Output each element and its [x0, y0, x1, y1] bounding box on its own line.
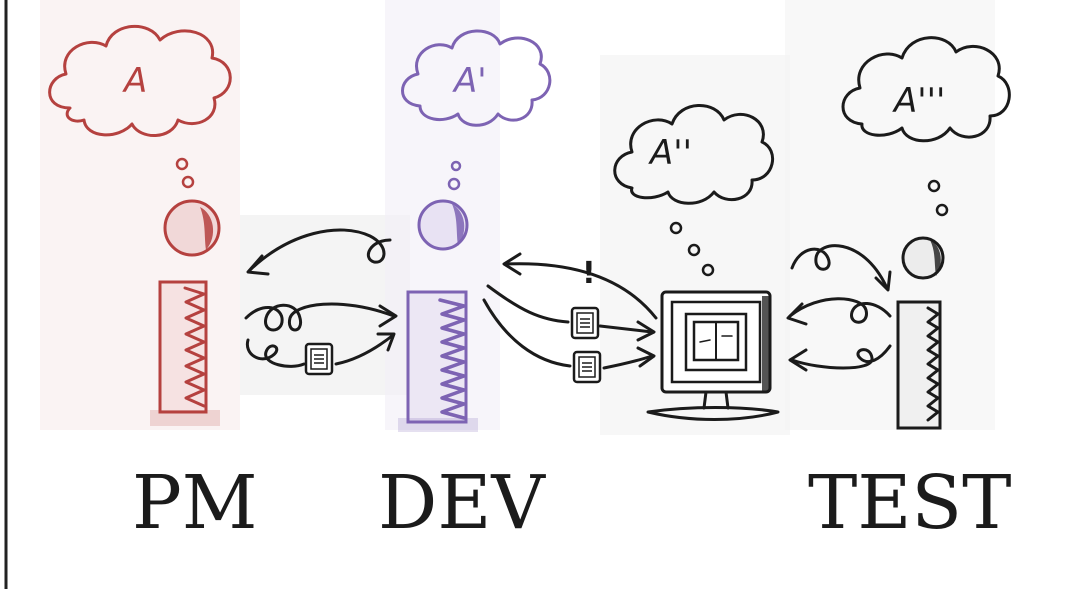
test-group: A'''	[841, 36, 1011, 430]
arrow-dev-to-pm	[248, 228, 392, 272]
arrow-pm-to-dev-doc-right	[334, 334, 394, 366]
dev-group: A'	[398, 29, 552, 432]
dev-base-wash	[398, 418, 478, 432]
pm-thought-label: A	[122, 61, 147, 101]
document-lines	[582, 362, 592, 372]
computer-thought-cloud	[613, 104, 774, 205]
test-body	[896, 300, 942, 430]
arrow-test-to-computer-upper	[788, 297, 892, 324]
role-label-test: TEST	[808, 460, 1011, 546]
monitor-base	[646, 406, 780, 421]
computer-thought-bubble-large	[701, 263, 715, 277]
computer-thought-bubble-medium	[687, 243, 701, 257]
document-lines	[580, 318, 590, 328]
arrowhead-dev-to-computer-lower	[636, 346, 656, 368]
dev-thought-label: A'	[452, 61, 487, 101]
pm-thought-bubble-small	[175, 157, 189, 171]
role-label-dev: DEV	[378, 460, 546, 546]
arrowhead-dev-to-computer-upper	[636, 320, 656, 342]
test-thought-bubble-medium	[935, 203, 949, 217]
pm-thought-cloud	[48, 25, 232, 137]
test-thought-bubble-small	[927, 179, 941, 193]
test-head-shading	[930, 240, 941, 276]
arrow-pm-to-dev-loop	[244, 302, 396, 332]
document-icon	[304, 342, 334, 376]
pm-thought-bubble-medium	[181, 175, 195, 189]
document-icon	[572, 350, 602, 384]
test-body-shading	[926, 306, 940, 422]
computer-group: A''	[613, 104, 780, 421]
document-inner	[578, 356, 596, 378]
dev-head-shading	[452, 204, 465, 246]
monitor-window-glyph	[699, 335, 733, 343]
dev-body-shading	[438, 298, 466, 420]
arrows	[244, 228, 892, 372]
pm-group: A	[48, 25, 232, 426]
arrow-dev-to-computer-lower	[482, 298, 572, 368]
computer-monitor-icon	[646, 290, 780, 421]
arrowhead-test-to-computer-upper	[786, 302, 808, 326]
test-paper-wash	[785, 0, 995, 430]
test-thought-label: A'''	[892, 81, 945, 121]
pm-head-shading	[200, 207, 214, 250]
arrowhead-pm-to-dev-doc	[376, 332, 396, 352]
arrowhead-test-to-computer-lower	[788, 348, 808, 372]
document-inner	[310, 348, 328, 370]
arrowhead-pm-to-dev-loop	[378, 304, 398, 328]
computer-thought-bubble-small	[669, 221, 683, 235]
pm-body-shading	[183, 286, 206, 408]
pm-base-wash	[150, 410, 220, 426]
dev-thought-bubble-medium	[447, 177, 461, 191]
document-lines	[314, 354, 324, 364]
arrow-dev-to-computer-lower-right	[602, 354, 654, 370]
exclamation-icon: !	[582, 256, 596, 291]
arrow-dev-to-computer-upper-right	[598, 324, 654, 334]
dev-thought-cloud	[401, 29, 552, 127]
document-icon	[570, 306, 600, 340]
arrow-computer-to-test-loop	[790, 244, 888, 288]
test-thought-cloud	[841, 36, 1011, 143]
arrowhead-computer-to-test-loop	[874, 270, 892, 292]
arrow-pm-to-dev-doc-left	[245, 338, 306, 368]
document-inner	[576, 312, 594, 334]
dev-thought-bubble-small	[450, 160, 462, 172]
arrow-test-to-computer-lower	[790, 344, 892, 370]
monitor-stand	[702, 390, 730, 410]
arrowhead-dev-to-pm	[246, 254, 270, 276]
arrowhead-computer-to-dev	[502, 252, 522, 276]
role-label-pm: PM	[132, 460, 258, 546]
arrow-computer-to-dev	[504, 262, 658, 320]
computer-thought-label: A''	[648, 133, 692, 173]
arrow-dev-to-computer-upper	[486, 284, 570, 324]
monitor-bezel-shading	[762, 296, 770, 392]
pm-body	[158, 280, 208, 414]
